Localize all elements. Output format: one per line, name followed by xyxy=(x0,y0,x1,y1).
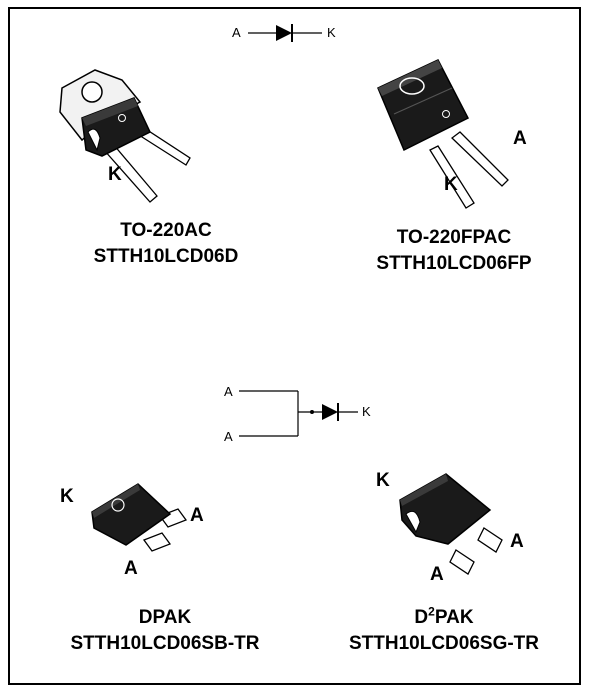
to220ac-package-drawing: K xyxy=(59,69,191,203)
to220fpac-package-drawing: A K xyxy=(377,59,527,209)
part-number: STTH10LCD06SB-TR xyxy=(70,633,260,654)
symbol-cathode-label: K xyxy=(327,25,336,40)
symbol-anode-2-label: A xyxy=(224,429,233,444)
symbol-anode-1-label: A xyxy=(224,384,233,399)
diode-triangle xyxy=(276,25,292,41)
pin-label-a: A xyxy=(513,128,527,149)
pin-label-k: K xyxy=(108,164,122,185)
symbol-anode-label: A xyxy=(232,25,241,40)
caption-to220ac: TO-220AC STTH10LCD06D xyxy=(36,218,296,270)
package-name: TO-220FPAC xyxy=(396,227,512,248)
pin-label-a-bottom: A xyxy=(124,558,138,579)
pin-label-a-right: A xyxy=(190,505,204,526)
d2pak-package-drawing: K A A xyxy=(376,470,524,585)
pin-label-k: K xyxy=(376,470,390,491)
caption-d2pak: D2PAK STTH10LCD06SG-TR xyxy=(314,605,574,657)
pin-label-k: K xyxy=(444,174,458,195)
pin-label-k: K xyxy=(60,486,74,507)
dpak-package-drawing: K A A xyxy=(60,483,204,579)
part-number: STTH10LCD06D xyxy=(93,246,239,267)
pin-label-a-right: A xyxy=(510,531,524,552)
package-name: TO-220AC xyxy=(120,220,212,241)
symbol-cathode-label: K xyxy=(362,404,371,419)
package-name: DPAK xyxy=(138,607,192,628)
part-number: STTH10LCD06SG-TR xyxy=(348,633,540,654)
package-name: D2PAK xyxy=(414,604,474,628)
diode-symbol-top: A K xyxy=(232,24,336,42)
caption-dpak: DPAK STTH10LCD06SB-TR xyxy=(35,605,295,657)
diode-symbol-dual-anode: A A K xyxy=(224,384,371,444)
figure-frame xyxy=(8,7,581,685)
caption-to220fpac: TO-220FPAC STTH10LCD06FP xyxy=(324,225,584,277)
part-number: STTH10LCD06FP xyxy=(376,253,532,274)
pin-label-a-bottom: A xyxy=(430,564,444,585)
